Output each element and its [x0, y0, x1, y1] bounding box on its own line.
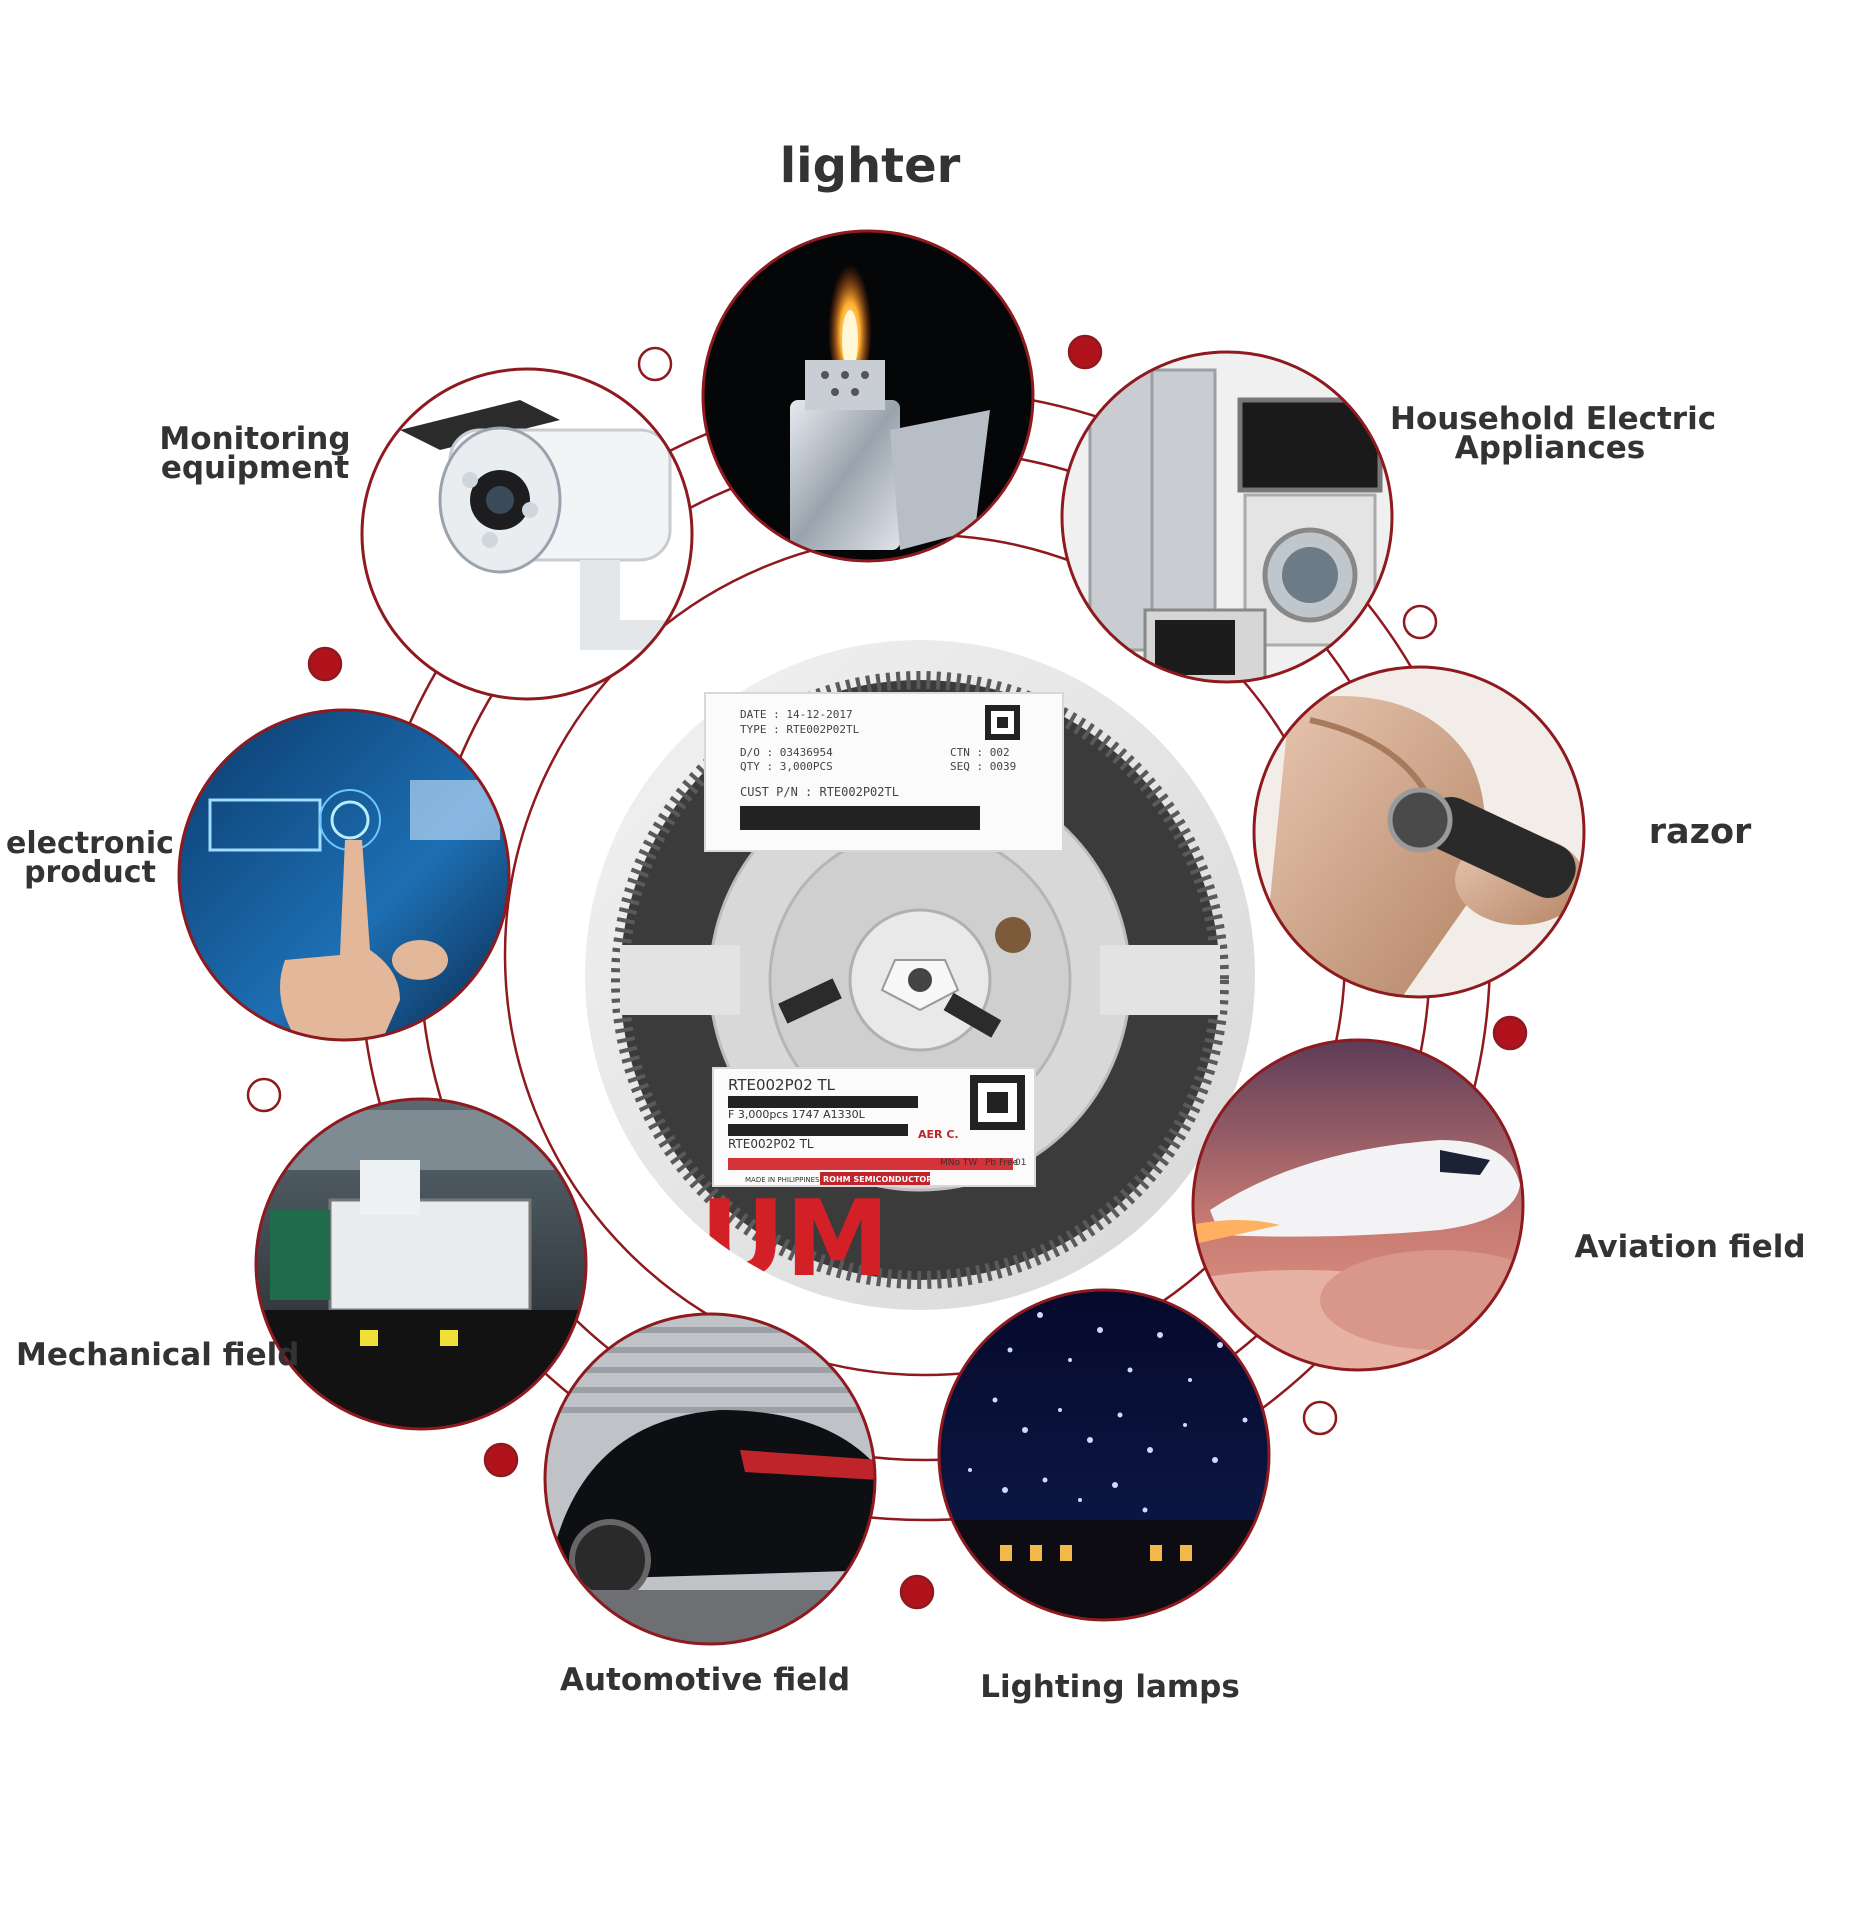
label-lighter: lighter [779, 138, 961, 194]
qr-code-icon [970, 1075, 1025, 1130]
app-bubble-electronic [177, 708, 511, 1042]
label-automotive-field: Automotive field [560, 1662, 851, 1698]
dot-white [1402, 604, 1438, 640]
label-razor: razor [1648, 812, 1752, 852]
label-line: Appliances [1454, 430, 1646, 467]
label-ctn: CTN : 002 [950, 746, 1010, 759]
label-monitoring-equipment: Monitoring equipment [150, 421, 360, 487]
dot-red [483, 1442, 519, 1478]
center-reel: UM DATE : 14-12-2017 TYPE : RTE002P02TL … [585, 640, 1255, 1310]
label-line: electronic [6, 826, 174, 861]
dot-white [1302, 1400, 1338, 1436]
dot-red [1067, 334, 1103, 370]
machine-icon [328, 1198, 532, 1312]
label-electronic-product: electronic product [5, 826, 175, 890]
app-bubble-appliances [1060, 350, 1394, 684]
dot-red [899, 1574, 935, 1610]
label-pb: Pb Free [985, 1158, 1019, 1168]
lighter-icon [790, 400, 900, 550]
svg-text:DATE : 14-12-2017 TYPE: DATE : 14-12-2017 TYPE : RTE002P02TL D/O… [740, 708, 1023, 799]
label-line: product [24, 854, 156, 890]
app-bubble-razor [1252, 665, 1586, 999]
label-lighting-lamps: Lighting lamps [980, 1669, 1240, 1705]
ring-dots [246, 334, 1528, 1610]
label-seq: SEQ : 0039 [950, 760, 1016, 773]
label-date: DATE : 14-12-2017 [740, 708, 853, 721]
svg-text:RTE002P02 TL F 3,000pc: RTE002P02 TL F 3,000pcs 1747 A1330L RTE0… [728, 1076, 869, 1151]
qr-code-icon [985, 705, 1020, 740]
reel-label-top: DATE : 14-12-2017 TYPE : RTE002P02TL D/O… [704, 692, 1064, 852]
barcode [728, 1124, 908, 1136]
app-bubble-automotive [543, 1312, 877, 1646]
label-brand: ROHM SEMICONDUCTOR [823, 1175, 932, 1184]
dot-red [1492, 1015, 1528, 1051]
label-cust-pn: CUST P/N : RTE002P02TL [740, 785, 899, 799]
label-line: equipment [160, 450, 350, 487]
app-bubble-lamps [937, 1288, 1271, 1622]
razor-icon [1423, 796, 1576, 898]
label-type: TYPE : RTE002P02TL [740, 723, 860, 736]
label-line: Household Electric [1390, 401, 1717, 437]
label-made-in: MADE IN PHILIPPINES [745, 1176, 820, 1184]
app-bubble-lighter [701, 229, 1035, 563]
label-mno: MNo TW [940, 1158, 977, 1168]
label-aviation-field: Aviation field [1574, 1229, 1806, 1265]
label-qty: QTY : 3,000PCS [740, 760, 833, 773]
label-line: Monitoring [159, 421, 351, 457]
label-part: RTE002P02 TL [728, 1076, 836, 1094]
app-bubble-monitoring [360, 367, 694, 701]
label-mechanical-field: Mechanical field [16, 1337, 300, 1373]
dot-white [246, 1077, 282, 1113]
app-bubble-mechanical [254, 1097, 588, 1431]
label-line2: F 3,000pcs 1747 A1330L [728, 1108, 866, 1121]
label-do: D/O : 03436954 [740, 746, 833, 759]
touch-icon [280, 840, 400, 1040]
barcode [728, 1096, 918, 1108]
dot-white [637, 346, 673, 382]
label-aer: AER C. [918, 1128, 959, 1141]
reel-brand: UM [700, 1178, 890, 1300]
barcode [740, 806, 980, 830]
dot-red [307, 646, 343, 682]
reel-label-bottom: RTE002P02 TL F 3,000pcs 1747 A1330L RTE0… [712, 1067, 1036, 1187]
label-part2: RTE002P02 TL [728, 1137, 814, 1151]
label-code: 01 [1015, 1158, 1026, 1168]
label-household-electric-appliances: Household Electric Appliances [1390, 401, 1717, 467]
